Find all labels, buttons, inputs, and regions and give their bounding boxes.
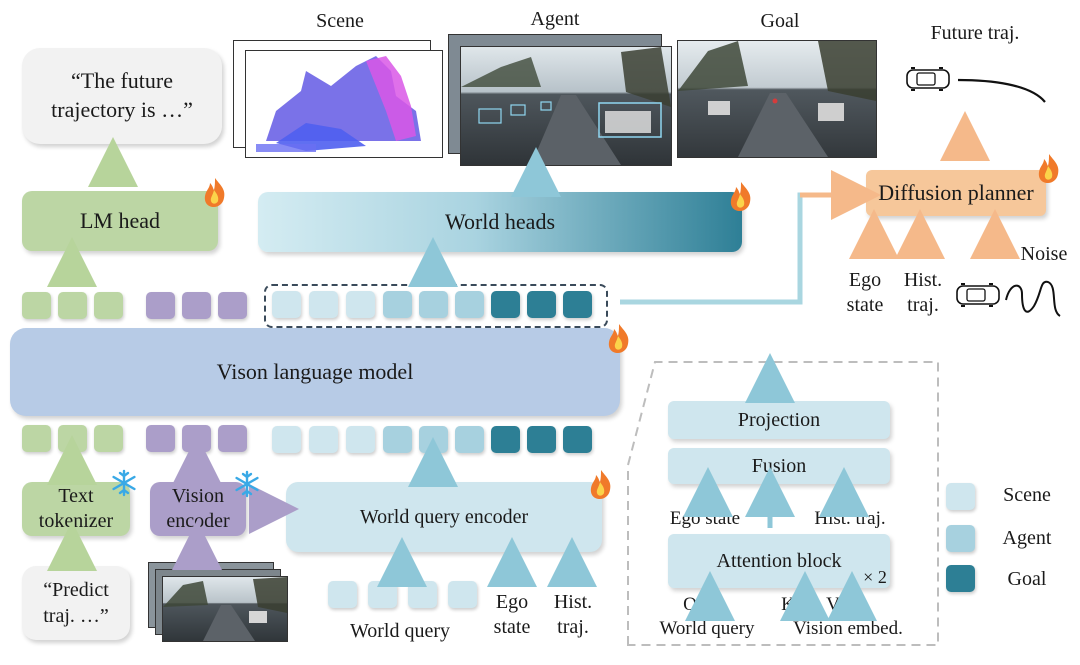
fire-icon <box>606 322 632 359</box>
agent-token-in <box>383 426 412 453</box>
text-token-in <box>94 425 123 452</box>
noise-squiggle <box>1005 280 1061 317</box>
attention-block-label: Attention block <box>716 549 842 572</box>
planner-ego-state-label: Ego state <box>846 269 884 316</box>
text-output-label: “The future trajectory is …” <box>51 68 193 122</box>
goal-token-in <box>491 426 520 453</box>
fire-icon <box>588 468 614 505</box>
vlm-box: Vison language model <box>10 328 620 416</box>
vision-token-in <box>146 425 175 452</box>
text-token-out <box>94 292 123 319</box>
text-output-bubble: “The future trajectory is …” <box>22 48 222 144</box>
goal-token-in <box>527 426 556 453</box>
legend-swatch-scene <box>946 483 975 510</box>
car-icon <box>906 67 950 91</box>
world-query-token <box>448 581 477 608</box>
vision-token-out <box>182 292 211 319</box>
hist-traj-label: Hist. traj. <box>553 591 593 638</box>
projection-label: Projection <box>737 408 821 431</box>
legend-label-goal: Goal <box>1007 568 1047 590</box>
vision-embed-label: Vision embed. <box>793 618 903 639</box>
text-token-in <box>22 425 51 452</box>
goal-road-graphic <box>678 41 876 157</box>
scene-pointcloud-graphic <box>256 56 421 152</box>
goal-token-out <box>491 291 520 318</box>
diffusion-planner-label: Diffusion planner <box>878 180 1034 205</box>
detail-panel-outline <box>627 361 939 646</box>
scene-token-in <box>346 426 375 453</box>
snowflake-icon <box>110 469 138 502</box>
world-query-label: World query <box>349 620 451 642</box>
vision-token-in <box>218 425 247 452</box>
future-traj-curve <box>957 78 1046 103</box>
agent-token-in <box>455 426 484 453</box>
agent-label: Agent <box>530 8 580 30</box>
snowflake-icon <box>233 470 261 503</box>
scene-token-in <box>272 426 301 453</box>
legend-label-agent: Agent <box>1002 527 1052 549</box>
projection-box: Projection <box>668 401 890 439</box>
agent-token-out <box>455 291 484 318</box>
text-token-out <box>22 292 51 319</box>
detail-world-query-label: World query <box>659 618 755 639</box>
vision-token-out <box>218 292 247 319</box>
world-query-encoder-label: World query encoder <box>359 505 529 528</box>
world-heads-label: World heads <box>444 209 556 234</box>
goal-token-out <box>563 291 592 318</box>
agent-token-out <box>419 291 448 318</box>
goal-label: Goal <box>760 10 800 32</box>
lm-head-label: LM head <box>79 208 161 233</box>
goal-token-in <box>563 426 592 453</box>
scene-label: Scene <box>316 10 364 32</box>
scene-token-out <box>346 291 375 318</box>
goal-token-out <box>527 291 556 318</box>
vlm-label: Vison language model <box>216 359 414 384</box>
camera-frame-front <box>162 576 288 642</box>
scene-token-out <box>309 291 338 318</box>
noise-label: Noise <box>1020 243 1068 265</box>
text-token-out <box>58 292 87 319</box>
planner-hist-traj-label: Hist. traj. <box>903 269 943 316</box>
prompt-bubble: “Predict traj. …” <box>22 566 130 640</box>
vision-token-out <box>146 292 175 319</box>
scene-token-in <box>309 426 338 453</box>
fire-icon <box>728 180 754 217</box>
scene-image <box>245 50 443 158</box>
scene-token-out <box>272 291 301 318</box>
legend-swatch-agent <box>946 525 975 552</box>
diffusion-planner-box: Diffusion planner <box>866 170 1046 216</box>
legend-swatch-goal <box>946 565 975 592</box>
fire-icon <box>202 176 228 213</box>
goal-image <box>677 40 877 158</box>
ego-state-label: Ego state <box>493 591 531 638</box>
fire-icon <box>1036 152 1062 189</box>
world-heads-box: World heads <box>258 192 742 252</box>
world-query-token <box>328 581 357 608</box>
noise-car-icon <box>956 283 1000 307</box>
future-traj-label: Future traj. <box>930 22 1020 44</box>
prompt-label: “Predict traj. …” <box>43 579 109 627</box>
camera-road-graphic <box>163 577 287 641</box>
agent-token-out <box>383 291 412 318</box>
legend-label-scene: Scene <box>1003 484 1051 506</box>
